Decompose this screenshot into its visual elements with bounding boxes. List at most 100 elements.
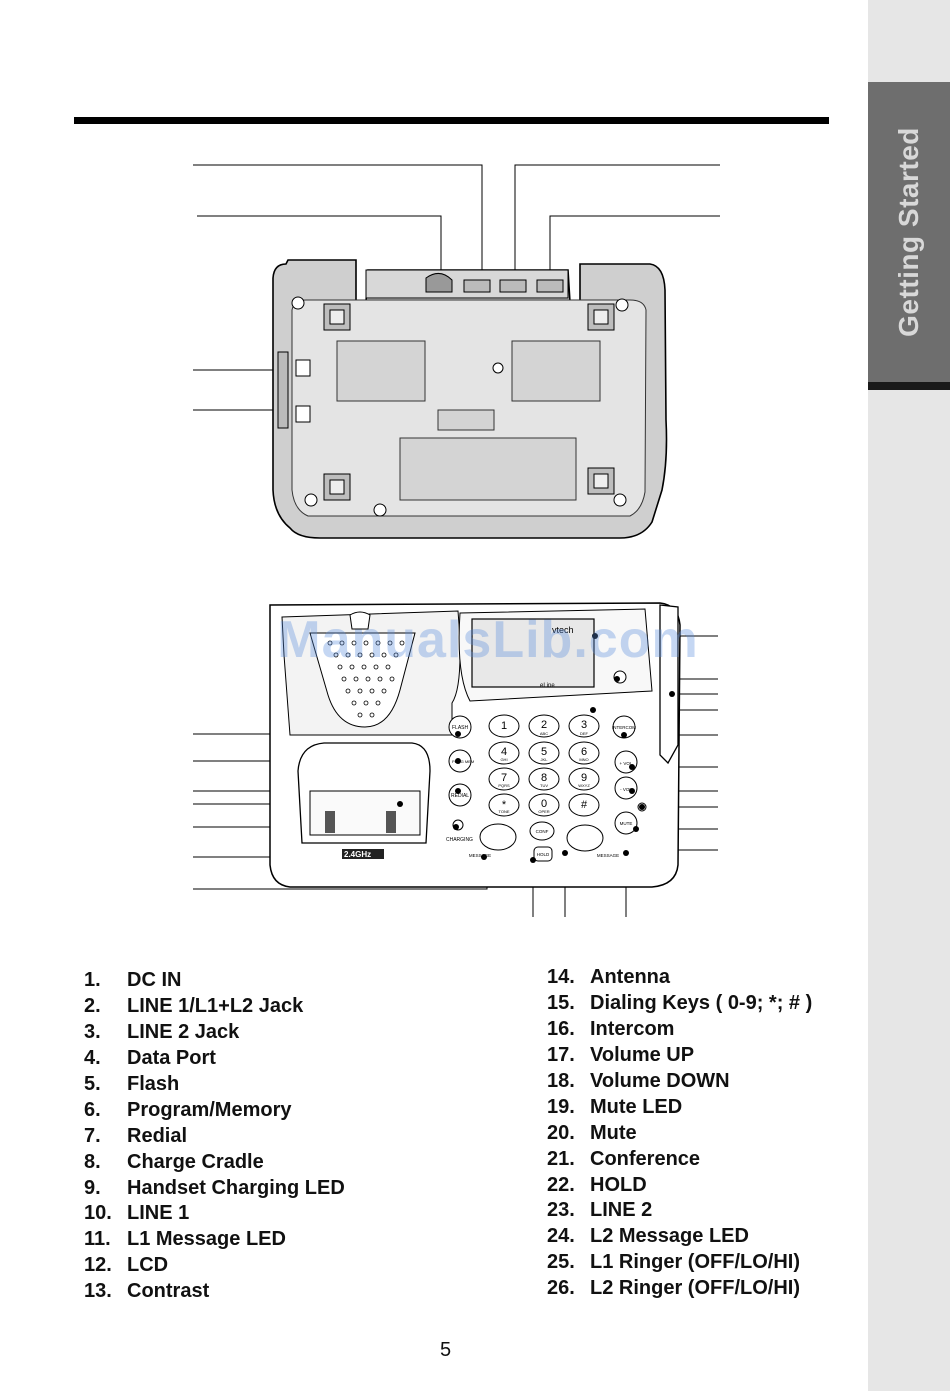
legend-item-number: 22. (547, 1173, 575, 1196)
legend-item-label: L2 Ringer (OFF/LO/HI) (590, 1277, 800, 1300)
mute-button-label: MUTE (620, 821, 633, 826)
legend-item-label: Redial (127, 1124, 188, 1147)
legend-item: 21.Conference (547, 1146, 812, 1172)
redial-button-label: REDIAL (451, 793, 469, 799)
legend-item: 11.L1 Message LED (84, 1227, 345, 1253)
legend-item: 22.HOLD (547, 1172, 812, 1198)
line1-message-label: MESSAGE (469, 853, 491, 858)
key-hash: # (581, 799, 588, 811)
legend-item-number: 5. (84, 1073, 101, 1095)
base-top-view-figure: vtech eLine 2.4GHz FLASH PROG MEM REDIAL… (193, 602, 718, 917)
legend-item-label: LINE 1 (127, 1202, 190, 1225)
legend-item: 4.Data Port (84, 1046, 345, 1072)
section-tab-edge (868, 382, 950, 390)
legend-item-label: LCD (127, 1254, 169, 1277)
legend-item-number: 7. (84, 1124, 101, 1147)
legend-item-number: 1. (84, 969, 101, 992)
key-9: 9 (581, 772, 587, 784)
legend-item-label: Program/Memory (127, 1098, 292, 1121)
watermark: ManualsLib.com (277, 611, 699, 669)
program-button-label: PROG MEM (452, 759, 474, 764)
key-8-letters: TUV (540, 783, 548, 788)
legend-item-label: Charge Cradle (127, 1150, 264, 1173)
legend-item: 5. Flash (84, 1072, 345, 1098)
legend-item-number: 6. (84, 1098, 101, 1121)
charging-label: CHARGING (446, 837, 473, 843)
legend-item-number: 19. (547, 1095, 575, 1118)
legend-item: 3. LINE 2 Jack (84, 1020, 345, 1046)
legend-item: 17. Volume UP (547, 1043, 812, 1069)
page-number: 5 (440, 1339, 452, 1361)
legend-item-label: L2 Message LED (590, 1225, 749, 1248)
section-tab-label-wrap: Getting Started (868, 82, 950, 382)
legend-item-label: Volume UP (590, 1044, 695, 1067)
key-5: 5 (541, 746, 547, 758)
key-0: 0 (541, 798, 547, 810)
key-6-letters: MNO (579, 757, 588, 762)
legend-item-label: LINE 1/L1+L2 Jack (127, 995, 304, 1018)
legend-item: 12. LCD (84, 1253, 345, 1279)
brand-label: vtech (552, 625, 574, 635)
hold-button-label: HOLD (537, 852, 550, 857)
legend-item: 6. Program/Memory (84, 1097, 345, 1123)
legend-item: 8. Charge Cradle (84, 1149, 345, 1175)
key-8: 8 (541, 772, 547, 784)
legend-item-label: DC IN (127, 969, 182, 992)
legend-item-label: Handset Charging LED (127, 1176, 345, 1199)
legend-item: 23. LINE 2 (547, 1198, 812, 1224)
legend-item-number: 4. (84, 1047, 101, 1070)
ghz-label: 2.4GHz (344, 850, 371, 859)
legend-item: 26. L2 Ringer (OFF/LO/HI) (547, 1276, 812, 1302)
legend-item-label: Conference (590, 1147, 701, 1170)
legend-item-label: Volume DOWN (590, 1070, 730, 1092)
legend-item-label: Antenna (590, 966, 670, 989)
legend-item-label: Flash (127, 1073, 180, 1095)
header-rule (74, 117, 829, 124)
legend-item-number: 23. (547, 1199, 575, 1222)
legend-item-label: Contrast (127, 1280, 210, 1303)
legend-item-number: 3. (84, 1021, 101, 1044)
legend-item-number: 14. (547, 966, 575, 989)
legend-item-label: LINE 2 Jack (127, 1021, 240, 1044)
legend-item-number: 25. (547, 1251, 575, 1274)
legend-item: 20.Mute (547, 1120, 812, 1146)
legend-item-number: 13. (84, 1280, 112, 1303)
legend-item-number: 9. (84, 1176, 101, 1199)
legend-item: 13. Contrast (84, 1279, 345, 1305)
legend-item: 7. Redial (84, 1123, 345, 1149)
legend-item-label: L1 Ringer (OFF/LO/HI) (590, 1251, 800, 1274)
legend-item-label: Intercom (590, 1018, 675, 1041)
flash-button-label: FLASH (452, 725, 469, 731)
legend-item-number: 12. (84, 1254, 112, 1277)
section-tab-label: Getting Started (893, 127, 925, 337)
legend-item: 2. LINE 1/L1+L2 Jack (84, 994, 345, 1020)
key-3-letters: DEF (580, 731, 589, 736)
key-7: 7 (501, 772, 507, 784)
key-2-letters: ABC (540, 731, 548, 736)
legend-item: 18. Volume DOWN (547, 1069, 812, 1095)
key-5-letters: JKL (541, 757, 549, 762)
legend-item-number: 8. (84, 1150, 101, 1173)
legend-item-number: 17. (547, 1044, 575, 1067)
vol-down-label: - VOL (620, 787, 632, 792)
legend-item-label: LINE 2 (590, 1199, 653, 1222)
legend-item-number: 15. (547, 992, 575, 1015)
legend-item-number: 16. (547, 1018, 575, 1041)
key-2: 2 (541, 719, 547, 731)
conf-button-label: CONF (536, 829, 549, 834)
key-1: 1 (501, 720, 507, 732)
legend-item: 15.Dialing Keys ( 0-9; *; # ) (547, 991, 812, 1017)
legend-item: 1. DC IN (84, 968, 345, 994)
legend-item: 10. LINE 1 (84, 1201, 345, 1227)
legend-item-number: 26. (547, 1277, 575, 1300)
legend-item-number: 24. (547, 1225, 575, 1248)
intercom-button-label: INTERCOM (612, 725, 636, 730)
legend-item-number: 18. (547, 1070, 575, 1092)
legend-item-number: 10. (84, 1202, 112, 1225)
legend-item: 16. Intercom (547, 1017, 812, 1043)
key-0-letters: OPER (538, 809, 549, 814)
key-3: 3 (581, 719, 587, 731)
legend-item-number: 2. (84, 995, 101, 1018)
vol-up-label: + VOL (620, 761, 633, 766)
